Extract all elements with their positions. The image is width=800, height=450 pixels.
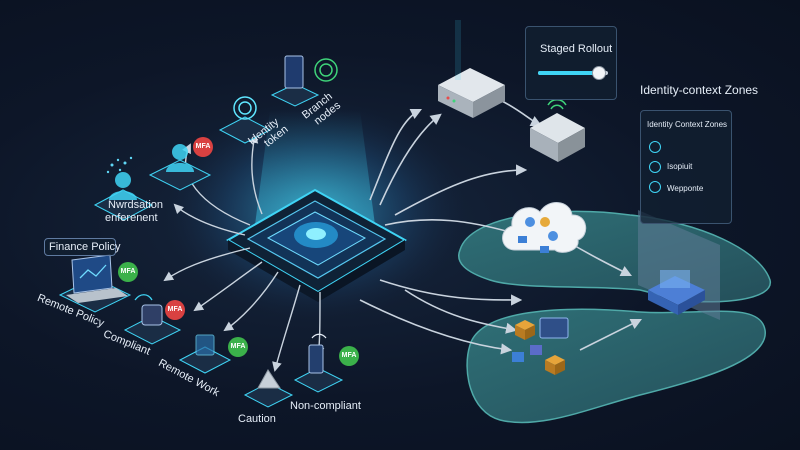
check-icon — [649, 181, 661, 193]
identity-zones-title: Identity-context Zones — [640, 83, 759, 97]
identity-zones-panel: Identity Context Zones Isopiuit Wepponte — [640, 110, 732, 224]
identity-zones-header: Identity Context Zones — [647, 120, 728, 129]
flow-arrows-right — [359, 99, 643, 355]
caution-node — [243, 369, 294, 408]
user-node-lower — [93, 172, 154, 221]
server-appliance-staged — [530, 99, 585, 162]
hub-beam — [255, 110, 375, 225]
mfa-badge: MFA — [193, 137, 213, 157]
rollout-slider-fill — [538, 71, 598, 75]
fingerprint-node — [218, 96, 272, 144]
laptop-node — [58, 254, 132, 313]
network-zone-upper — [458, 210, 771, 303]
remote-work-node — [178, 334, 232, 374]
tablet-node — [270, 55, 338, 107]
staged-rollout-title: Staged Rollout — [540, 43, 613, 55]
zone-item-label: Wepponte — [667, 184, 704, 193]
rollout-slider-track[interactable] — [538, 66, 608, 80]
finance-policy-label: Finance Policy — [49, 241, 121, 253]
central-policy-hub — [225, 188, 408, 302]
server-appliance-top — [438, 20, 505, 118]
workload-cluster — [512, 317, 569, 375]
mfa-badge: MFA — [118, 262, 138, 282]
data-center — [638, 210, 720, 320]
finance-policy-tag: Finance Policy — [44, 238, 121, 256]
mfa-badge: MFA — [165, 300, 185, 320]
mobile-node — [293, 333, 344, 393]
user-node-upper — [148, 144, 212, 191]
mfa-badge: MFA — [228, 337, 248, 357]
enforcement-label-2: enferenent — [105, 212, 158, 224]
enforcement-label-1: Nwrdsation — [108, 199, 164, 211]
network-zone-lower — [466, 308, 766, 424]
cloud-service — [502, 202, 587, 253]
compliant-device-node — [123, 294, 182, 345]
rollout-slider-handle[interactable] — [591, 66, 606, 80]
check-icon — [649, 141, 661, 153]
non-compliant-label: Non-compliant — [290, 400, 361, 412]
caution-label: Caution — [238, 413, 276, 425]
check-icon — [649, 161, 661, 173]
mfa-badge: MFA — [339, 346, 359, 366]
particle-dots — [106, 156, 133, 174]
staged-rollout-panel: Staged Rollout — [525, 26, 617, 100]
zone-item-label: Isopiuit — [667, 162, 693, 171]
